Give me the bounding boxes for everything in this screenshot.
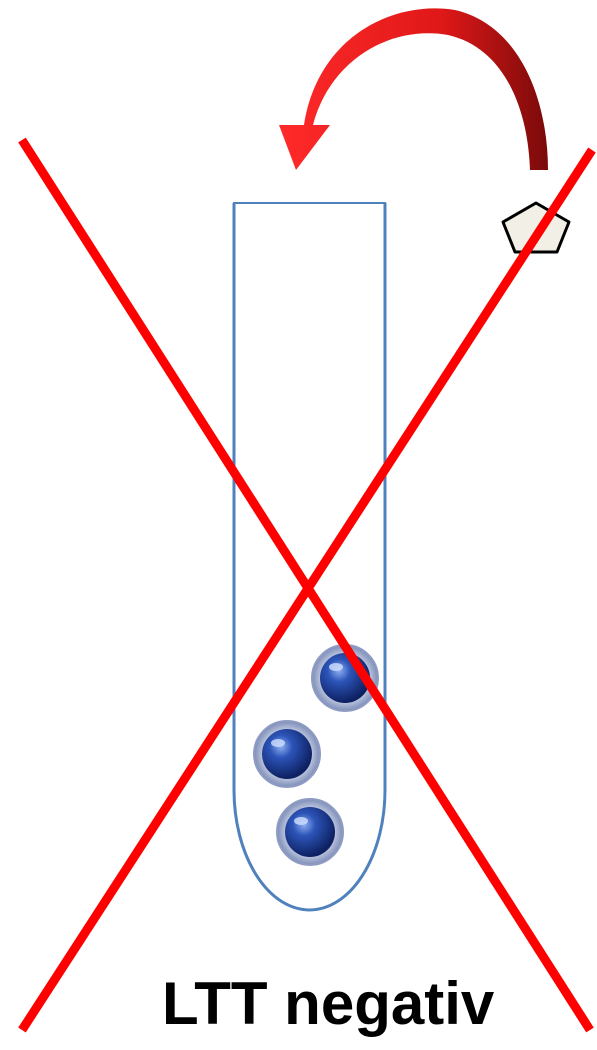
- curved-arrow-body: [279, 8, 548, 170]
- curved-arrow-icon: [279, 8, 548, 170]
- red-cross-out-icon: [22, 140, 592, 1030]
- lymphocyte-cell-icon: [277, 799, 343, 865]
- diagram-caption: LTT negativ: [162, 968, 522, 1040]
- lymphocyte-cell-icon: [254, 721, 320, 787]
